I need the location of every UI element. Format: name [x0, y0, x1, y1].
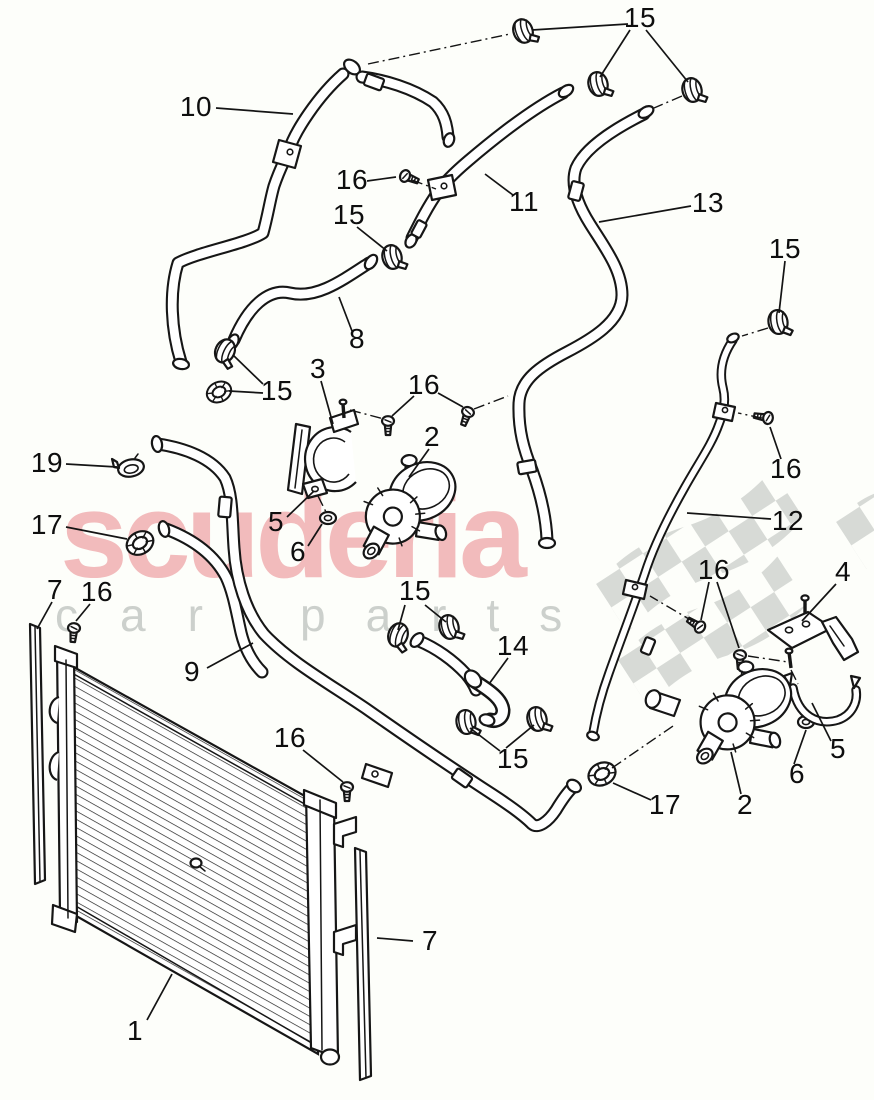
- svg-text:parts: parts: [300, 589, 602, 641]
- assembly-axes: [317, 33, 799, 769]
- part-label-16-2: 16: [335, 164, 369, 195]
- part-label-15-15: 15: [768, 233, 802, 264]
- part-label-7-20: 7: [46, 574, 64, 605]
- part-label-4-19: 4: [834, 556, 852, 587]
- part-label-12-17: 12: [771, 505, 805, 536]
- part-label-6-30: 6: [788, 758, 806, 789]
- part-label-3-7: 3: [309, 353, 327, 384]
- part-label-16-26: 16: [273, 722, 307, 753]
- part-label-2-10: 2: [423, 421, 441, 452]
- leader-lines: [36, 23, 837, 1021]
- part-label-8-6: 8: [348, 323, 366, 354]
- part-label-15-9: 15: [260, 375, 294, 406]
- part-label-15-23: 15: [398, 575, 432, 606]
- part-label-17-12: 17: [30, 509, 64, 540]
- auxiliary-water-pump-right: [644, 656, 805, 769]
- checkered-flag-watermark: [596, 469, 874, 707]
- part-label-6-14: 6: [289, 536, 307, 567]
- hose-clamps-and-screws: [65, 14, 816, 803]
- pump-strap-5: [782, 671, 862, 727]
- part-label-15-25: 15: [496, 743, 530, 774]
- pump-bracket-3: [286, 398, 360, 500]
- part-label-11-3: 11: [508, 186, 540, 217]
- coolant-hoses: [150, 58, 740, 833]
- part-label-19-11: 19: [30, 447, 64, 478]
- radiator: [48, 644, 358, 1066]
- part-label-10-1: 10: [179, 91, 213, 122]
- part-label-16-21: 16: [80, 576, 114, 607]
- svg-text:car: car: [55, 589, 245, 641]
- part-label-16-18: 16: [697, 554, 731, 585]
- part-label-15-5: 15: [332, 199, 366, 230]
- part-label-16-8: 16: [407, 369, 441, 400]
- part-label-9-22: 9: [183, 656, 201, 687]
- part-label-14-24: 14: [496, 630, 530, 661]
- pump-bracket-4: [766, 594, 860, 669]
- part-label-7-31: 7: [421, 925, 439, 956]
- part-label-1-32: 1: [126, 1015, 144, 1046]
- part-label-13-4: 13: [691, 187, 725, 218]
- part-label-2-28: 2: [736, 789, 754, 820]
- tagline-watermark: car parts: [55, 589, 602, 641]
- part-label-16-16: 16: [769, 453, 803, 484]
- part-label-5-29: 5: [829, 733, 847, 764]
- part-label-5-13: 5: [267, 506, 285, 537]
- part-label-17-27: 17: [648, 789, 682, 820]
- part-label-15-0: 15: [623, 2, 657, 33]
- radiator-seal-strips: [28, 622, 373, 1082]
